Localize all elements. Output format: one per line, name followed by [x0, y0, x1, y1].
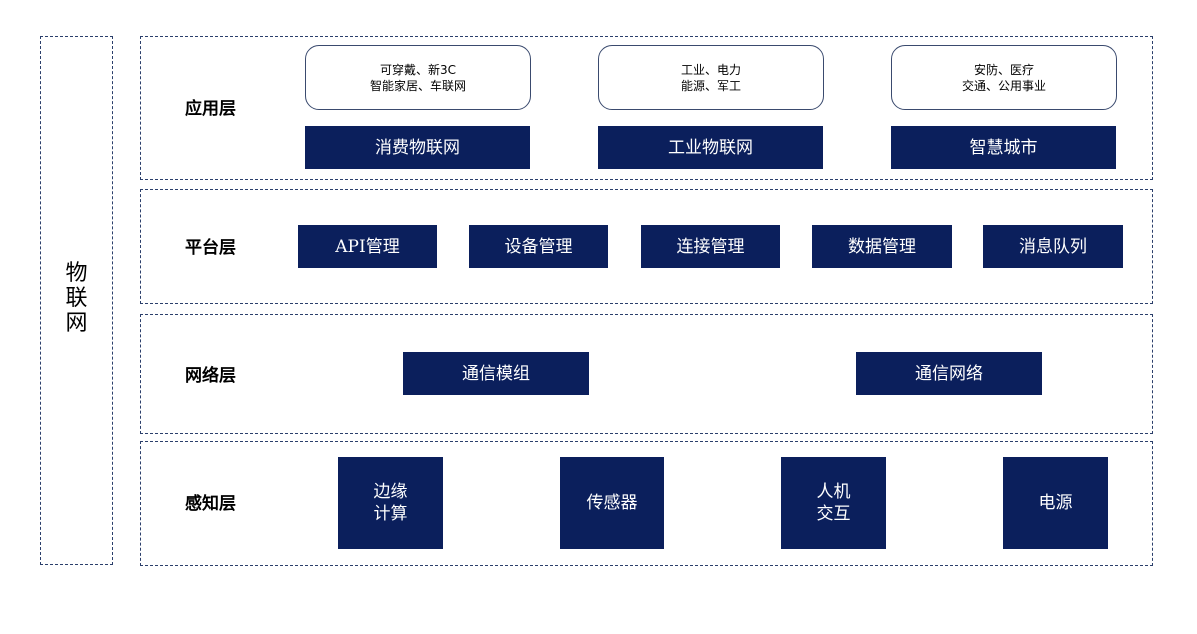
human-machine-interaction-box: 人机 交互 [781, 457, 886, 549]
box-line: 传感器 [586, 493, 638, 513]
industrial-iot-box: 工业物联网 [598, 126, 823, 169]
application-note-consumer: 可穿戴、新3C 智能家居、车联网 [305, 45, 531, 110]
iot-side-panel: 物联网 [40, 36, 113, 565]
connection-management-box: 连接管理 [641, 225, 780, 268]
power-supply-box: 电源 [1003, 457, 1108, 549]
smart-city-box: 智慧城市 [891, 126, 1116, 169]
iot-side-label: 物联网 [65, 261, 88, 336]
communication-network-box: 通信网络 [856, 352, 1042, 395]
note-line: 能源、军工 [680, 78, 741, 93]
box-line: 边缘 [373, 482, 408, 502]
api-management-box: API管理 [298, 225, 437, 268]
device-management-box: 设备管理 [469, 225, 608, 268]
perception-layer-frame [140, 441, 1153, 566]
application-note-city: 安防、医疗 交通、公用事业 [891, 45, 1117, 110]
note-line: 交通、公用事业 [961, 78, 1046, 93]
note-line: 安防、医疗 [973, 62, 1034, 77]
communication-module-box: 通信模组 [403, 352, 589, 395]
note-line: 智能家居、车联网 [369, 78, 466, 93]
box-line: 电源 [1038, 493, 1073, 513]
platform-layer-frame [140, 189, 1153, 304]
box-line: 计算 [373, 504, 408, 524]
application-note-industrial: 工业、电力 能源、军工 [598, 45, 824, 110]
edge-computing-box: 边缘 计算 [338, 457, 443, 549]
perception-layer-label: 感知层 [185, 494, 236, 514]
consumer-iot-box: 消费物联网 [305, 126, 530, 169]
sensor-box: 传感器 [560, 457, 664, 549]
application-layer-frame [140, 36, 1153, 180]
application-layer-label: 应用层 [185, 99, 236, 119]
message-queue-box: 消息队列 [983, 225, 1123, 268]
note-line: 可穿戴、新3C [379, 62, 456, 77]
platform-layer-label: 平台层 [185, 238, 236, 258]
network-layer-label: 网络层 [185, 366, 236, 386]
box-line: 交互 [816, 504, 851, 524]
data-management-box: 数据管理 [812, 225, 952, 268]
network-layer-frame [140, 314, 1153, 434]
box-line: 人机 [816, 482, 851, 502]
note-line: 工业、电力 [680, 62, 741, 77]
